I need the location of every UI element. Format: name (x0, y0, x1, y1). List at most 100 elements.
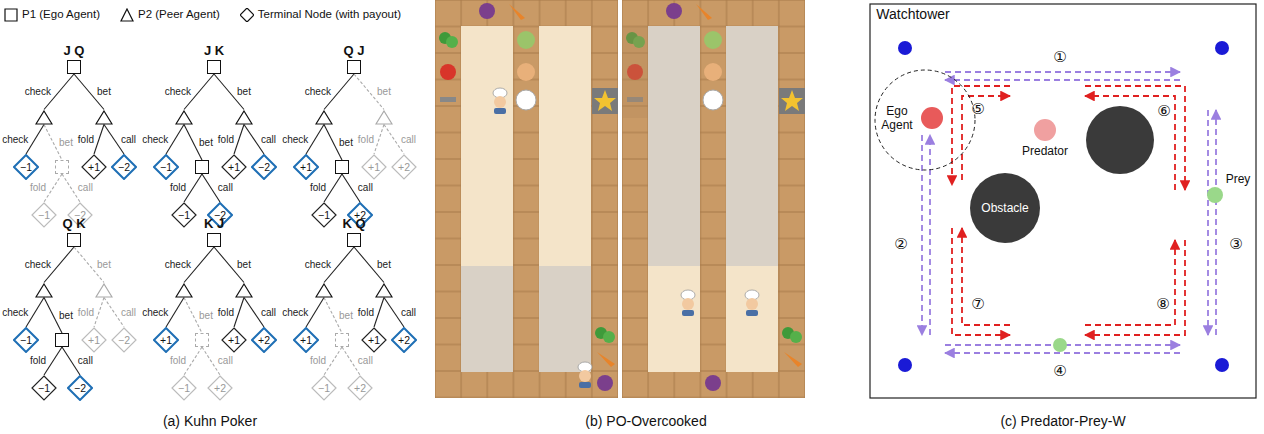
action-label: bet (377, 86, 391, 98)
annotation: Watchtower (876, 6, 949, 22)
node-shape (348, 376, 372, 400)
p2-triangle (175, 283, 193, 298)
action-label: bet (97, 86, 111, 98)
p1-square (335, 333, 349, 347)
action-label: bet (97, 259, 111, 271)
overcooked-view-1 (435, 0, 618, 398)
p2-triangle (175, 110, 193, 125)
tree-edge (306, 125, 324, 155)
tree-edge (94, 125, 104, 155)
action-label: fold (170, 182, 186, 194)
p2-triangle (235, 110, 253, 125)
terminal-diamond: −2 (251, 154, 277, 180)
action-label: call (218, 182, 233, 194)
annotation: Ego Agent (879, 105, 915, 133)
action-label: call (401, 307, 416, 319)
terminal-diamond: −1 (171, 375, 197, 401)
payout-label: +2 (207, 375, 233, 401)
action-label: fold (78, 134, 94, 146)
node-shape (362, 328, 386, 352)
node-shape (312, 203, 336, 227)
action-label: call (261, 307, 276, 319)
callout-number: ⑧ (1156, 296, 1169, 313)
tree-edge (94, 298, 104, 328)
legend-text: P1 (Ego Agent) (22, 8, 100, 21)
action-label: fold (310, 355, 326, 367)
legend-shape (240, 8, 254, 22)
payout-label: +1 (221, 154, 247, 180)
p2-triangle (315, 110, 333, 125)
terminal-diamond: −2 (111, 154, 137, 180)
node-outline (315, 283, 333, 298)
terminal-diamond: −1 (31, 202, 57, 228)
card-title: J Q (64, 43, 85, 58)
payout-label: −2 (111, 327, 137, 353)
node-shape (316, 111, 332, 124)
callout-number: ① (1053, 49, 1066, 66)
action-label: fold (30, 182, 46, 194)
p1-square (195, 160, 209, 174)
node-shape (68, 376, 92, 400)
tree-edge (26, 125, 44, 155)
legend-text: P2 (Peer Agent) (138, 8, 220, 21)
payout-label: +1 (81, 327, 107, 353)
legend-text: Terminal Node (with payout) (258, 8, 401, 21)
p1-square (55, 333, 69, 347)
obstacle-circle: Obstacle (970, 173, 1040, 243)
card-title: K J (204, 216, 224, 231)
node-outline (35, 283, 53, 298)
p1-square: J K (207, 60, 221, 74)
p1-square: K J (207, 233, 221, 247)
node-shape (32, 376, 56, 400)
callout-number: ⑥ (1157, 103, 1170, 120)
node-shape (294, 155, 318, 179)
tree-edge (374, 298, 384, 328)
tree-edge (306, 298, 324, 328)
payout-label: +1 (153, 327, 179, 353)
payout-label: −1 (31, 202, 57, 228)
action-label: call (121, 307, 136, 319)
node-shape (82, 155, 106, 179)
node-shape (362, 155, 386, 179)
tree-edge (166, 298, 184, 328)
terminal-diamond: −1 (13, 327, 39, 353)
payout-label: +2 (347, 375, 373, 401)
legend-icon (240, 8, 254, 22)
payout-label: −1 (13, 154, 39, 180)
node-shape (96, 111, 112, 124)
terminal-diamond: +2 (347, 375, 373, 401)
terminal-diamond: −1 (31, 375, 57, 401)
terminal-diamond: +2 (251, 327, 277, 353)
node-shape (222, 155, 246, 179)
node-outline (175, 283, 193, 298)
payout-label: −2 (111, 154, 137, 180)
node-shape (222, 328, 246, 352)
legend-shape (5, 9, 17, 21)
annotation: Prey (1226, 173, 1251, 187)
tree-edge (44, 174, 62, 202)
card-title: J K (204, 43, 224, 58)
node-shape (172, 203, 196, 227)
action-label: check (165, 86, 191, 98)
terminal-diamond: +1 (361, 327, 387, 353)
node-shape (176, 111, 192, 124)
tree-edge (234, 125, 244, 155)
terminal-diamond: +1 (153, 327, 179, 353)
node-shape (316, 284, 332, 297)
terminal-diamond: −1 (153, 154, 179, 180)
tree-edge (26, 298, 44, 328)
terminal-diamond: −2 (111, 327, 137, 353)
node-outline (95, 110, 113, 125)
card-title: Q K (62, 216, 85, 231)
node-shape (154, 155, 178, 179)
callout-number: ③ (1229, 236, 1242, 253)
terminal-diamond: −2 (67, 375, 93, 401)
payout-label: +1 (221, 327, 247, 353)
node-shape (312, 376, 336, 400)
node-shape (294, 328, 318, 352)
legend-shape (121, 9, 133, 21)
p2-triangle (95, 283, 113, 298)
tree-edge (374, 125, 384, 155)
tree-edge (324, 347, 342, 375)
